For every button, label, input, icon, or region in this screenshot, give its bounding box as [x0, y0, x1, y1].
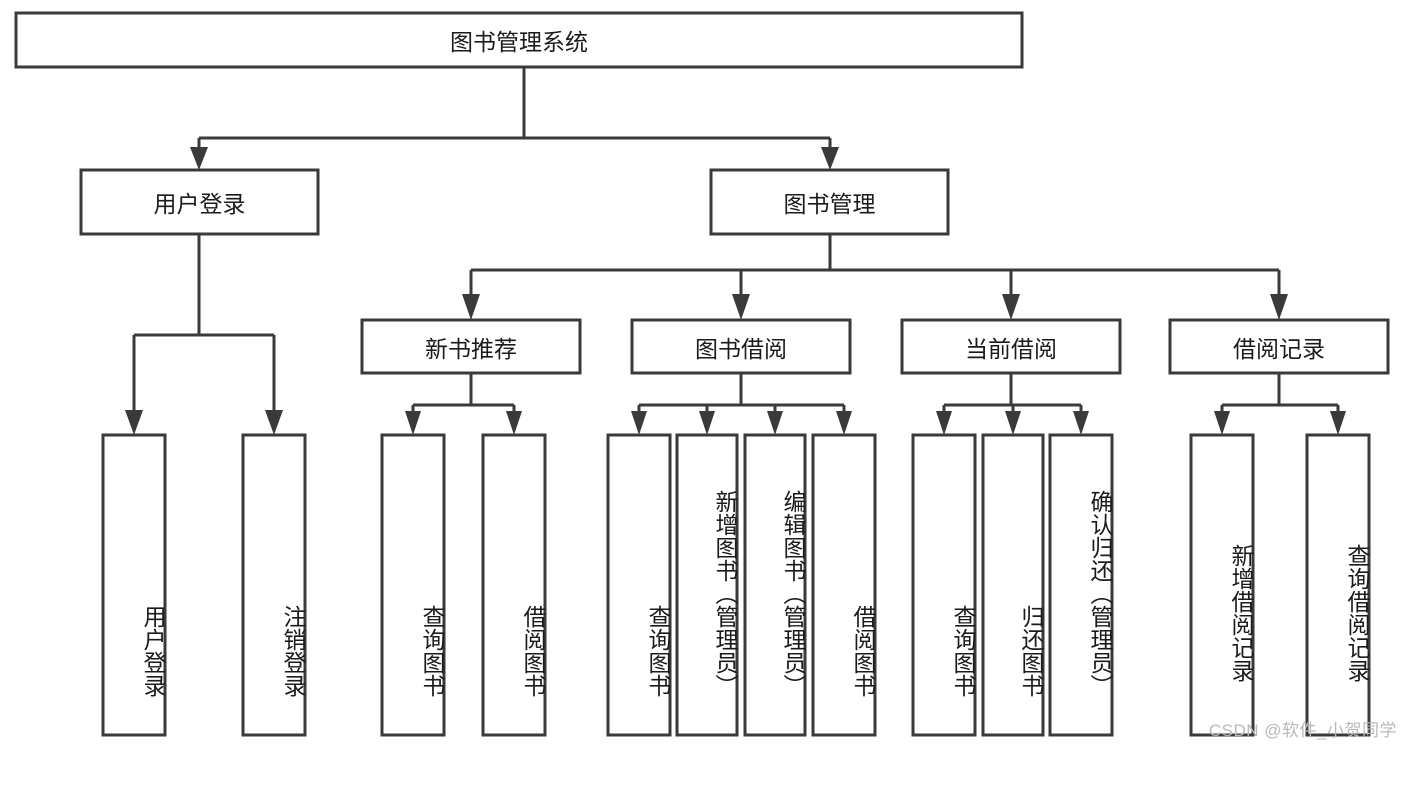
arrowhead-br-leaf-1: [1214, 411, 1230, 435]
arrowhead-cb-leaf-1: [936, 411, 952, 435]
node-box-leaf-br-add-record[interactable]: [1189, 433, 1255, 737]
arrowhead-borrow-record: [1270, 294, 1288, 320]
edges-book-manage-to-level3: [462, 234, 1288, 320]
node-box-leaf-bb-add-book[interactable]: [675, 433, 739, 737]
arrowhead-nb-leaf-1: [405, 411, 421, 435]
diagram-canvas: 图书管理系统 用户登录 图书管理 新书推荐 图书借阅 当前借阅 借阅记录 用户登…: [14, 11, 1397, 740]
node-box-book-manage[interactable]: [709, 168, 950, 236]
node-box-current-borrow[interactable]: [900, 318, 1122, 375]
node-box-leaf-br-query-record[interactable]: [1305, 433, 1371, 737]
arrowhead-bb-leaf-1: [631, 411, 647, 435]
arrowhead-current-borrow: [1002, 294, 1020, 320]
edges-borrow-record-to-leaves: [1214, 373, 1346, 435]
arrowhead-bb-leaf-3: [767, 411, 783, 435]
arrowhead-book-manage: [821, 147, 839, 170]
edges-new-book-to-leaves: [405, 373, 522, 435]
arrowhead-book-borrow: [732, 294, 750, 320]
arrowhead-leaf-logout: [265, 410, 283, 435]
node-box-leaf-bb-borrow-book[interactable]: [811, 433, 877, 737]
node-box-root[interactable]: [14, 11, 1024, 69]
node-box-leaf-cb-return-book[interactable]: [981, 433, 1045, 737]
node-box-book-borrow[interactable]: [630, 318, 852, 375]
arrowhead-bb-leaf-2: [699, 411, 715, 435]
arrowhead-user-login: [190, 147, 208, 170]
arrowhead-cb-leaf-3: [1073, 411, 1089, 435]
edges-book-borrow-to-leaves: [631, 373, 852, 435]
edges-current-borrow-to-leaves: [936, 373, 1089, 435]
arrowhead-new-book: [462, 294, 480, 320]
arrowhead-cb-leaf-2: [1005, 411, 1021, 435]
node-box-leaf-nb-query-book[interactable]: [380, 433, 446, 737]
node-box-leaf-logout[interactable]: [241, 433, 307, 737]
arrowhead-bb-leaf-4: [836, 411, 852, 435]
arrowhead-br-leaf-2: [1330, 411, 1346, 435]
node-box-leaf-nb-borrow-book[interactable]: [481, 433, 547, 737]
node-box-user-login[interactable]: [79, 168, 320, 236]
arrowhead-leaf-user-login: [125, 410, 143, 435]
node-box-leaf-cb-confirm-return[interactable]: [1048, 433, 1114, 737]
diagram-svg: [14, 11, 1390, 737]
node-box-leaf-bb-query-book[interactable]: [606, 433, 672, 737]
node-box-leaf-bb-edit-book[interactable]: [743, 433, 807, 737]
node-box-leaf-user-login[interactable]: [101, 433, 167, 737]
node-box-new-book-recommend[interactable]: [360, 318, 582, 375]
node-box-leaf-cb-query-book[interactable]: [911, 433, 977, 737]
arrowhead-nb-leaf-2: [506, 411, 522, 435]
edges-user-login-to-leaves: [125, 234, 283, 435]
edges-root-to-level2: [190, 67, 839, 170]
node-box-borrow-record[interactable]: [1168, 318, 1390, 375]
